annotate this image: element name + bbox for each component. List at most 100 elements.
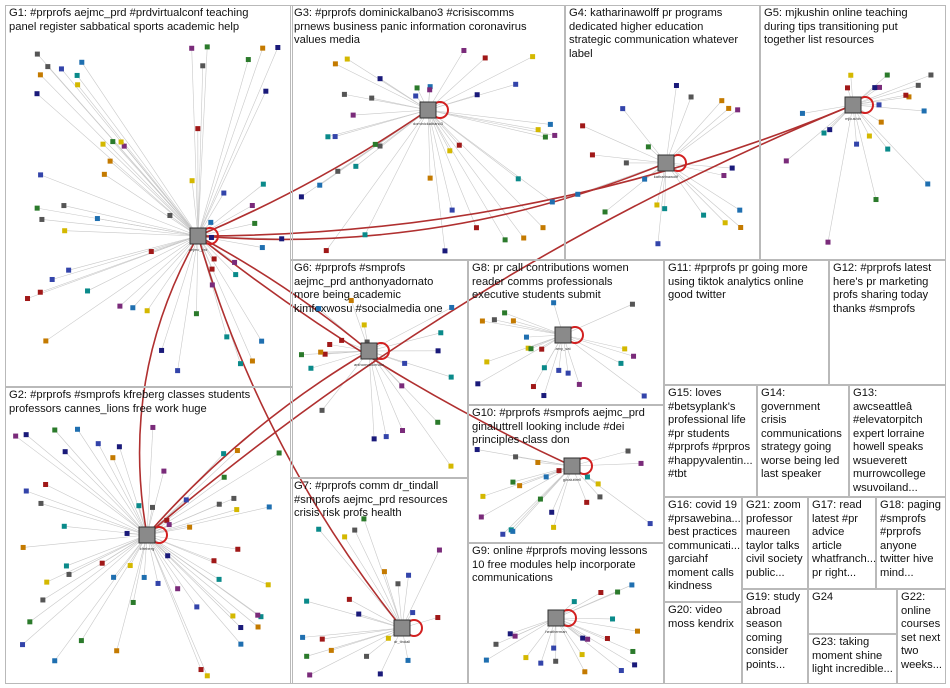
edge-line [494, 319, 564, 336]
network-node [461, 47, 467, 53]
edge-line [54, 534, 148, 661]
edge-line [40, 74, 199, 237]
network-node [350, 112, 356, 118]
edge-line [427, 109, 553, 203]
network-node [209, 266, 215, 272]
network-node [208, 234, 214, 240]
group-box-g8: G8: pr call contributions women reader c… [468, 260, 664, 405]
edge-line [161, 235, 199, 351]
network-node [260, 45, 266, 51]
network-node [114, 648, 120, 654]
group-label-g17: G17: read latest #pr advice article what… [812, 499, 876, 579]
network-node [629, 301, 635, 307]
network-node [356, 611, 362, 617]
network-node [921, 108, 927, 114]
network-node [159, 347, 165, 353]
network-node [632, 662, 638, 668]
edge-line [197, 235, 253, 362]
edge-line [344, 94, 429, 111]
network-node [255, 624, 261, 630]
network-node [589, 152, 595, 158]
network-node [475, 381, 481, 387]
network-node [513, 81, 519, 87]
network-node [641, 393, 647, 399]
network-node [325, 134, 331, 140]
network-node [645, 144, 651, 150]
network-node [187, 524, 193, 530]
network-node [263, 88, 269, 94]
network-node [642, 176, 648, 182]
edge-line [64, 230, 199, 237]
hub-avatar [547, 609, 565, 627]
network-node [484, 359, 490, 365]
network-node [52, 658, 58, 664]
edge-line [177, 235, 199, 371]
network-node [204, 673, 210, 679]
network-node [537, 496, 543, 502]
network-node [647, 521, 653, 527]
edge-line [146, 477, 225, 536]
edge-line [97, 443, 148, 536]
network-node [721, 173, 727, 179]
edge-line [64, 525, 148, 536]
network-node [783, 158, 789, 164]
group-box-g22: G22: online courses set next two weeks..… [897, 589, 946, 684]
network-node [238, 641, 244, 647]
network-node [39, 216, 45, 222]
network-node [352, 527, 358, 533]
group-box-g3: G3: #prprofs dominickalbano3 #crisiscomm… [290, 5, 565, 260]
group-box-g14: G14: government crisis communications st… [757, 385, 849, 497]
edge-line [555, 617, 613, 620]
edge-line [477, 449, 573, 467]
group-label-g7: G7: #prprofs comm dr_tindall #smprofs ae… [294, 480, 448, 519]
network-node [167, 212, 173, 218]
network-node [580, 635, 586, 641]
network-node [449, 207, 455, 213]
network-node [198, 667, 204, 673]
network-node [20, 642, 26, 648]
network-node [435, 615, 441, 621]
network-node [655, 241, 661, 247]
network-node [332, 61, 338, 67]
network-node [528, 346, 534, 352]
network-node [539, 346, 545, 352]
network-node [405, 657, 411, 663]
edge-line [77, 84, 199, 237]
network-node [37, 289, 43, 295]
network-node [406, 572, 412, 578]
edge-line [197, 46, 208, 237]
edge-line [197, 205, 253, 237]
edge-line [852, 94, 906, 106]
network-node [371, 436, 377, 442]
network-node [144, 308, 150, 314]
network-node [200, 63, 206, 69]
edge-line [76, 75, 199, 237]
network-node [118, 139, 124, 145]
network-node [381, 569, 387, 575]
network-node [722, 220, 728, 226]
network-node [317, 182, 323, 188]
network-node [211, 558, 217, 564]
edge-line [427, 109, 477, 228]
edge-line [852, 96, 910, 106]
edge-line [197, 65, 204, 237]
group-label-g5: G5: mjkushin online teaching during tips… [764, 7, 908, 46]
network-node [66, 571, 72, 577]
strong-edge [197, 162, 667, 241]
network-node [579, 652, 585, 658]
network-node [395, 581, 401, 587]
network-node [878, 119, 884, 125]
network-node [361, 516, 367, 522]
network-node [427, 87, 433, 93]
edge-line [427, 84, 516, 111]
edge-line [81, 534, 148, 641]
edge-line [132, 235, 199, 308]
network-node [216, 576, 222, 582]
edge-line [555, 617, 608, 639]
network-node [252, 220, 258, 226]
network-node [595, 481, 601, 487]
network-node [438, 330, 444, 336]
edge-line [543, 334, 564, 396]
network-node [565, 370, 571, 376]
edge-line [486, 617, 557, 661]
